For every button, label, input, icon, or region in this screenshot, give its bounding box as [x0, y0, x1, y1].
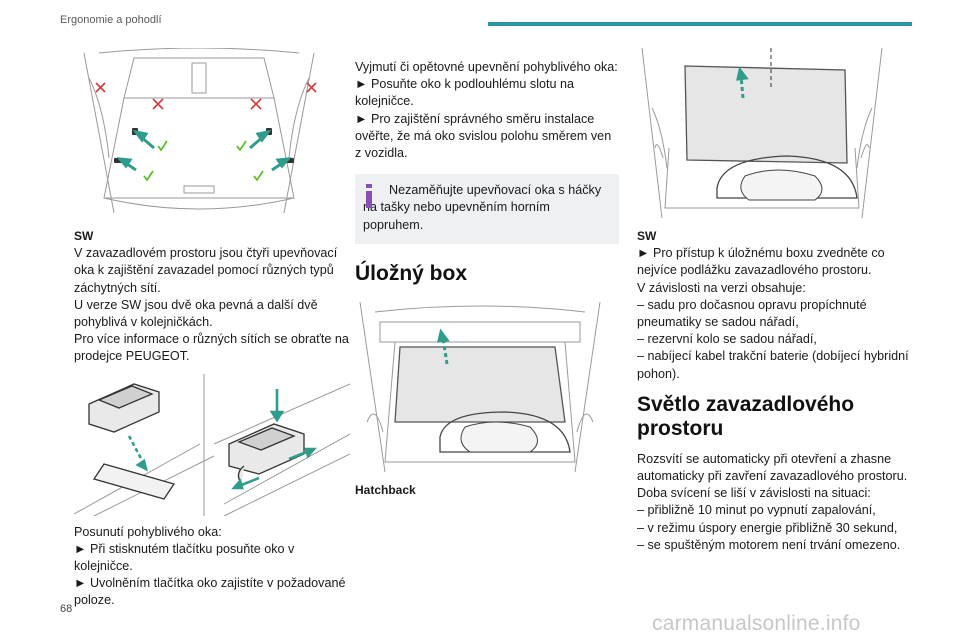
section-title: Ergonomie a pohodlí: [60, 14, 162, 26]
light-paragraph: Doba svícení se liší v závislosti na sit…: [637, 486, 871, 501]
remove-step-1: ► Posuňte oko k podlouhlému slotu na kol…: [355, 77, 575, 109]
paragraph: Pro více informace o různých sítích se o…: [74, 332, 349, 364]
watermark: carmanualsonline.info: [652, 612, 861, 635]
hatchback-storage-illustration: [355, 301, 605, 472]
sw-label: SW: [74, 229, 94, 243]
paragraph: U verze SW jsou dvě oka pevná a další dv…: [74, 297, 318, 330]
list-item: – v režimu úspory energie přibližně 30 s…: [637, 520, 898, 535]
cross-icon: [95, 82, 317, 110]
list-intro: V závislosti na verzi obsahuje:: [637, 280, 806, 295]
sw-label: SW: [637, 229, 657, 243]
note-text: Nezaměňujte upevňovací oka s háčky na ta…: [363, 183, 602, 232]
list-item: – přibližně 10 minut po vypnutí zapalová…: [637, 503, 876, 518]
trunk-anchors-illustration: [74, 48, 324, 218]
list-item: – se spuštěným motorem není trvání omeze…: [637, 537, 901, 552]
rail-anchor-illustration: [74, 373, 350, 516]
column-2: Vyjmutí či opětovné upevnění pohyblivého…: [355, 59, 619, 499]
page-number: 68: [60, 603, 73, 615]
list-item: – rezervní kolo se sadou nářadí,: [637, 332, 817, 347]
light-paragraph: Rozsvítí se automaticky při otevření a z…: [637, 451, 908, 484]
info-icon: [366, 184, 372, 209]
move-step-2: ► Uvolněním tlačítka oko zajistíte v pož…: [74, 576, 346, 608]
column-1: SW V zavazadlovém prostoru jsou čtyři up…: [74, 48, 350, 610]
list-item: – sadu pro dočasnou opravu propíchnuté p…: [637, 297, 867, 330]
check-icon: [143, 140, 264, 182]
column-3: SW ► Pro přístup k úložnému boxu zvednět…: [637, 48, 912, 554]
list-item: – nabíjecí kabel trakční baterie (dobíje…: [637, 349, 909, 381]
storage-box-heading: Úložný box: [355, 261, 468, 285]
info-note: Nezaměňujte upevňovací oka s háčky na ta…: [355, 174, 619, 244]
paragraph: V zavazadlovém prostoru jsou čtyři upevň…: [74, 246, 338, 295]
trunk-light-heading: Světlo zavazadlového prostoru: [637, 392, 855, 440]
move-step-1: ► Při stisknutém tlačítku posuňte oko v …: [74, 541, 295, 574]
remove-step-2: ► Pro zajištění správného směru instalac…: [355, 111, 612, 161]
header-rule: [488, 22, 912, 26]
access-step: ► Pro přístup k úložnému boxu zvedněte c…: [637, 246, 885, 278]
hatchback-label: Hatchback: [355, 482, 416, 497]
sw-storage-illustration: [637, 48, 887, 218]
move-title: Posunutí pohyblivého oka:: [74, 524, 222, 539]
remove-intro: Vyjmutí či opětovné upevnění pohyblivého…: [355, 60, 618, 74]
